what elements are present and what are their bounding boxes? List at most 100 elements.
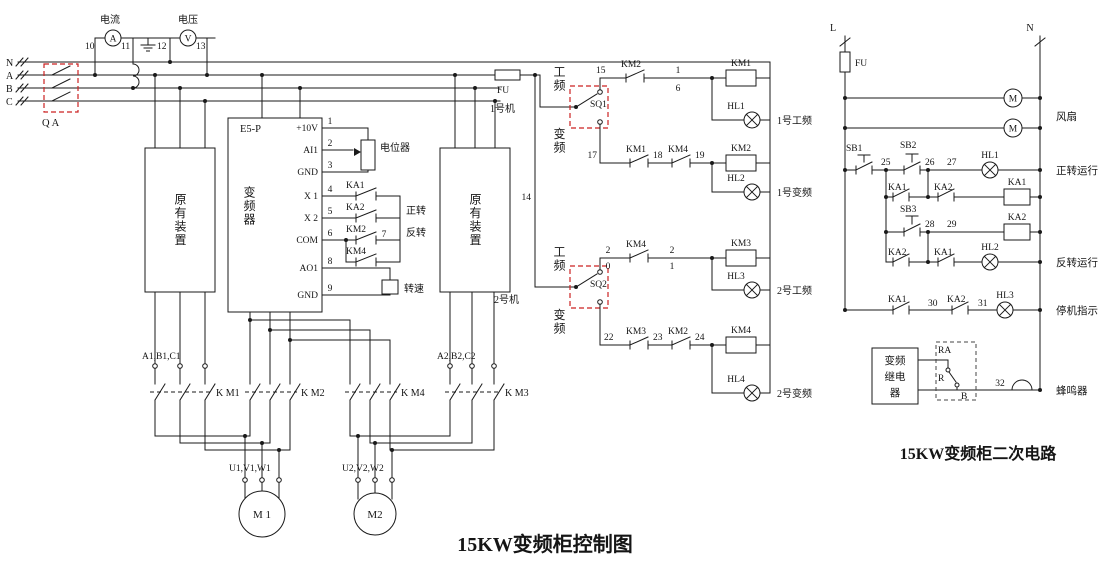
device2-label: 原有装置 (468, 193, 482, 247)
vf-relay-label-1: 变频 (885, 354, 906, 367)
sq1-bianpin-label: 变频 (552, 126, 566, 154)
hl4-label: HL4 (727, 375, 745, 385)
potentiometer-wiper-arrow (354, 148, 361, 156)
hl3-lamp-cross (745, 283, 759, 297)
desc-1-bianpin: 1号变频 (777, 186, 812, 199)
terminal-x2: X 2 (304, 214, 318, 224)
secondary-l-label: L (830, 23, 836, 34)
km1-coil-label: KM1 (731, 59, 751, 69)
stop-indication-label: 停机指示 (1056, 304, 1098, 317)
terminal-number-6: 6 (328, 229, 333, 239)
hl4-lamp-cross (745, 386, 759, 400)
stop-ka1-label: KA1 (888, 295, 907, 305)
row1-contact-km2 (625, 69, 645, 83)
motor1-label: M 1 (253, 509, 271, 521)
secondary-bus-wires (839, 35, 1046, 391)
vf-relay-label-2: 继电 (885, 370, 906, 383)
row2-wires (599, 123, 771, 193)
ammeter-letter: A (110, 35, 117, 45)
buzzer-label: 蜂鸣器 (1056, 384, 1088, 397)
inverter-box (227, 117, 323, 313)
wire-number-16a: 1 (676, 66, 681, 76)
row2-km1-label: KM1 (626, 145, 646, 155)
vf-relay-box (871, 347, 919, 405)
ka2-hold-contact-icon (892, 253, 910, 267)
wire-number-31: 31 (978, 299, 988, 309)
wire-number-22: 22 (604, 333, 614, 343)
contactor-km2-group: K M2 (245, 311, 391, 451)
run-forward-label: 正转运行 (1056, 164, 1098, 177)
secondary-title: 15KW变频柜二次电路 (900, 444, 1057, 463)
sb1-button-icon (855, 154, 873, 175)
row3-km4-label: KM4 (626, 240, 646, 250)
speed-label: 转速 (404, 282, 424, 295)
km4-coil-label: KM4 (731, 326, 751, 336)
current-label: 电流 (100, 13, 120, 26)
ammeter-icon (104, 29, 122, 47)
km3-contact-label: K M3 (505, 388, 529, 399)
metering: A V 电流 电压 10 11 12 13 (85, 13, 216, 89)
potentiometer-label: 电位器 (380, 141, 410, 154)
device1-wires (154, 74, 206, 385)
sq2-bianpin-label: 变频 (552, 307, 566, 335)
km2-coil (725, 154, 757, 172)
km1-coil (725, 69, 757, 87)
fan-label: 风扇 (1056, 110, 1077, 123)
wire-number-18: 18 (653, 151, 663, 161)
relay-r-label: R (938, 374, 945, 384)
phase-label-n: N (6, 58, 13, 69)
wire-number-15: 15 (596, 66, 606, 76)
relay-contact-wires (917, 359, 1041, 391)
ka2-interlock-contact-icon (937, 188, 955, 202)
ka2-interlock-label: KA2 (934, 183, 953, 193)
wire-number-11: 11 (121, 42, 130, 52)
wire-number-28: 28 (925, 220, 935, 230)
km2-coil-label: KM2 (731, 144, 751, 154)
wire-number-20a: 2 (606, 246, 611, 256)
phase-bus: N A B C (6, 57, 771, 394)
machine1-label: 1号机 (490, 102, 515, 115)
motor2-terminal-u2 (355, 477, 361, 483)
phase-label-a: A (6, 71, 14, 82)
motor1-terminal-v1 (259, 477, 265, 483)
wire-number-13: 13 (196, 42, 206, 52)
potentiometer-icon (360, 139, 376, 171)
row3-contact-km4 (629, 249, 649, 263)
sq2-highlight-box (569, 265, 609, 309)
ka2-coil (1003, 223, 1031, 241)
sec-hl3-label: HL3 (996, 291, 1014, 301)
breaker-label: Q A (42, 118, 60, 129)
secondary-circuit: L N FU M M 风扇 SB1 25 SB2 26 27 KA1 KA2 H… (830, 23, 1098, 405)
row1-wires (599, 77, 771, 121)
km4-contact-label: K M4 (401, 388, 425, 399)
desc-2-bianpin: 2号变频 (777, 387, 812, 400)
input-contact-wires (345, 195, 401, 263)
desc-1-gongpin: 1号工频 (777, 114, 812, 127)
sb2-label: SB2 (900, 141, 917, 151)
inverter-model: E5-P (240, 124, 261, 135)
ka1-interlock-label: KA1 (934, 248, 953, 258)
terminal-ai1: AI1 (303, 146, 318, 156)
terminal-number-1: 1 (328, 117, 333, 127)
run-reverse-label: 反转运行 (1056, 256, 1098, 269)
row4-contacts (629, 336, 691, 350)
inverter-unit: E5-P 变频器 +10V AI1 GND X 1 X 2 COM AO1 GN… (227, 74, 426, 313)
secondary-n-label: N (1026, 23, 1033, 34)
motor2-label: M2 (367, 509, 382, 521)
inverter-feed-wires (261, 74, 301, 119)
voltage-label: 电压 (178, 13, 198, 26)
stop-ka2-label: KA2 (947, 295, 966, 305)
sec-hl1-label: HL1 (981, 151, 999, 161)
km3-coil (725, 249, 757, 267)
wire-number-19: 19 (695, 151, 705, 161)
inverter-terminal-stubs (321, 127, 347, 296)
wire-number-16b: 6 (676, 84, 681, 94)
fan-motor2-icon (1003, 118, 1023, 138)
contactor-km1-group: K M1 A1,B1,C1 (142, 352, 240, 451)
stop-ka2-contact-icon (951, 301, 969, 315)
row4-wires (599, 303, 771, 394)
original-device-1: 原有装置 (144, 74, 216, 385)
wire-number-32: 32 (995, 379, 1005, 389)
fan-motor2-letter: M (1009, 125, 1018, 135)
